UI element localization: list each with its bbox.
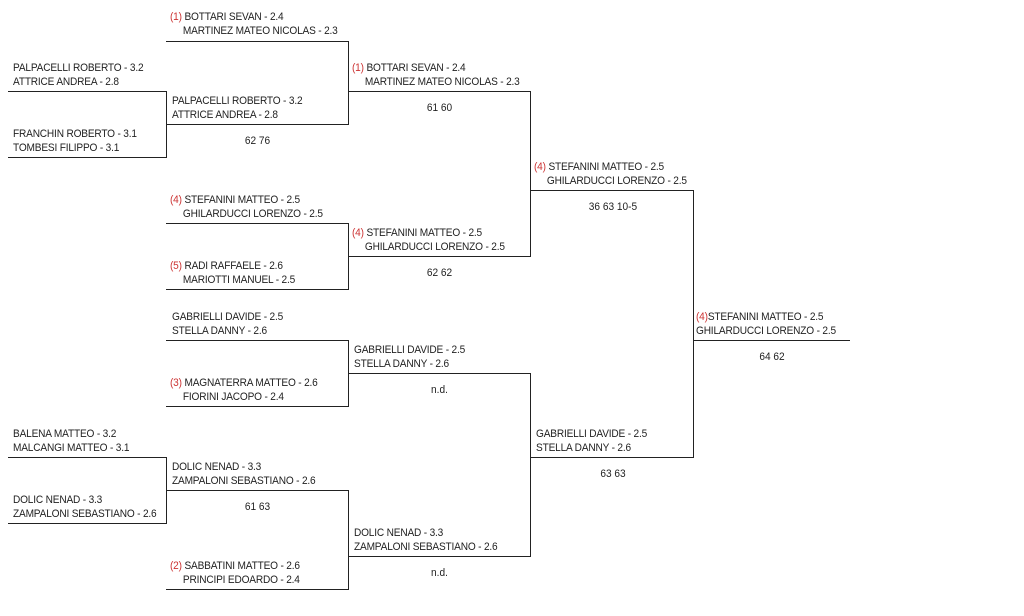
seed-label: (4) bbox=[170, 194, 182, 206]
bracket-line bbox=[693, 340, 850, 341]
player-name: STEFANINI MATTEO - 2.5 bbox=[184, 194, 301, 206]
bracket-line bbox=[166, 223, 349, 224]
player-name: PRINCIPI EDOARDO - 2.4 bbox=[182, 574, 300, 586]
final-score: 64 62 bbox=[759, 351, 785, 363]
bracket-line bbox=[166, 41, 349, 42]
bracket-line bbox=[166, 490, 349, 491]
bracket-connector bbox=[530, 373, 531, 557]
match-score: n.d. bbox=[431, 567, 448, 579]
bracket-line bbox=[166, 340, 349, 341]
player-name: STELLA DANNY - 2.6 bbox=[354, 358, 449, 370]
winner-entry[interactable]: (4)STEFANINI MATTEO - 2.5 GHILARDUCCI LO… bbox=[696, 310, 836, 338]
team-entry[interactable]: PALPACELLI ROBERTO - 3.2 ATTRICE ANDREA … bbox=[172, 94, 303, 122]
seed-label: (5) bbox=[170, 260, 182, 272]
bracket-connector bbox=[530, 91, 531, 257]
seed-label: (1) bbox=[352, 62, 364, 74]
seed-label: (4) bbox=[696, 311, 708, 323]
player-name: GABRIELLI DAVIDE - 2.5 bbox=[172, 311, 284, 323]
player-name: MAGNATERRA MATTEO - 2.6 bbox=[184, 377, 318, 389]
team-entry[interactable]: (4) STEFANINI MATTEO - 2.5 GHILARDUCCI L… bbox=[534, 160, 687, 188]
team-entry[interactable]: FRANCHIN ROBERTO - 3.1 TOMBESI FILIPPO -… bbox=[13, 127, 137, 155]
team-entry[interactable]: DOLIC NENAD - 3.3 ZAMPALONI SEBASTIANO -… bbox=[13, 493, 157, 521]
player-name: MALCANGI MATTEO - 3.1 bbox=[13, 442, 130, 454]
player-name: MARIOTTI MANUEL - 2.5 bbox=[182, 274, 296, 286]
player-name: BOTTARI SEVAN - 2.4 bbox=[184, 11, 284, 23]
player-name: PALPACELLI ROBERTO - 3.2 bbox=[172, 95, 303, 107]
player-name: BOTTARI SEVAN - 2.4 bbox=[366, 62, 466, 74]
player-name: DOLIC NENAD - 3.3 bbox=[172, 461, 262, 473]
player-name: GHILARDUCCI LORENZO - 2.5 bbox=[182, 208, 323, 220]
player-name: ZAMPALONI SEBASTIANO - 2.6 bbox=[354, 541, 498, 553]
team-entry[interactable]: (1) BOTTARI SEVAN - 2.4 MARTINEZ MATEO N… bbox=[170, 10, 338, 38]
player-name: BALENA MATTEO - 3.2 bbox=[13, 428, 117, 440]
player-name: GHILARDUCCI LORENZO - 2.5 bbox=[364, 241, 505, 253]
bracket-line bbox=[348, 256, 531, 257]
bracket-line bbox=[166, 406, 349, 407]
player-name: PALPACELLI ROBERTO - 3.2 bbox=[13, 62, 144, 74]
team-entry[interactable]: BALENA MATTEO - 3.2 MALCANGI MATTEO - 3.… bbox=[13, 427, 129, 455]
team-entry[interactable]: (4) STEFANINI MATTEO - 2.5 GHILARDUCCI L… bbox=[170, 193, 323, 221]
team-entry[interactable]: DOLIC NENAD - 3.3 ZAMPALONI SEBASTIANO -… bbox=[354, 526, 498, 554]
player-name: ATTRICE ANDREA - 2.8 bbox=[172, 109, 278, 121]
player-name: MARTINEZ MATEO NICOLAS - 2.3 bbox=[182, 25, 338, 37]
seed-label: (3) bbox=[170, 377, 182, 389]
player-name: DOLIC NENAD - 3.3 bbox=[354, 527, 444, 539]
bracket-connector bbox=[693, 190, 694, 458]
bracket-connector bbox=[348, 41, 349, 125]
seed-label: (2) bbox=[170, 560, 182, 572]
team-entry[interactable]: (1) BOTTARI SEVAN - 2.4 MARTINEZ MATEO N… bbox=[352, 61, 520, 89]
bracket-line bbox=[348, 556, 531, 557]
player-name: STELLA DANNY - 2.6 bbox=[536, 442, 631, 454]
match-score: 36 63 10-5 bbox=[588, 201, 638, 213]
bracket-line bbox=[530, 190, 694, 191]
team-entry[interactable]: (2) SABBATINI MATTEO - 2.6 PRINCIPI EDOA… bbox=[170, 559, 300, 587]
player-name: STEFANINI MATTEO - 2.5 bbox=[366, 227, 483, 239]
player-name: ZAMPALONI SEBASTIANO - 2.6 bbox=[13, 508, 157, 520]
bracket-line bbox=[166, 289, 349, 290]
bracket-line bbox=[8, 523, 167, 524]
bracket-line bbox=[8, 91, 167, 92]
bracket-line bbox=[166, 589, 349, 590]
match-score: 62 76 bbox=[244, 135, 271, 147]
match-score: 61 60 bbox=[426, 102, 453, 114]
player-name: RADI RAFFAELE - 2.6 bbox=[184, 260, 283, 272]
player-name: DOLIC NENAD - 3.3 bbox=[13, 494, 103, 506]
team-entry[interactable]: GABRIELLI DAVIDE - 2.5 STELLA DANNY - 2.… bbox=[354, 343, 465, 371]
player-name: GABRIELLI DAVIDE - 2.5 bbox=[536, 428, 648, 440]
team-entry[interactable]: DOLIC NENAD - 3.3 ZAMPALONI SEBASTIANO -… bbox=[172, 460, 316, 488]
match-score: n.d. bbox=[431, 384, 448, 396]
player-name: FIORINI JACOPO - 2.4 bbox=[182, 391, 284, 403]
team-entry[interactable]: (5) RADI RAFFAELE - 2.6 MARIOTTI MANUEL … bbox=[170, 259, 295, 287]
team-entry[interactable]: GABRIELLI DAVIDE - 2.5 STELLA DANNY - 2.… bbox=[172, 310, 283, 338]
bracket-line bbox=[8, 457, 167, 458]
player-name: FRANCHIN ROBERTO - 3.1 bbox=[13, 128, 137, 140]
team-entry[interactable]: GABRIELLI DAVIDE - 2.5 STELLA DANNY - 2.… bbox=[536, 427, 647, 455]
bracket-line bbox=[530, 457, 694, 458]
player-name: SABBATINI MATTEO - 2.6 bbox=[184, 560, 300, 572]
player-name: MARTINEZ MATEO NICOLAS - 2.3 bbox=[364, 76, 520, 88]
player-name: ZAMPALONI SEBASTIANO - 2.6 bbox=[172, 475, 316, 487]
bracket-line bbox=[348, 373, 531, 374]
match-score: 63 63 bbox=[600, 468, 626, 480]
team-entry[interactable]: PALPACELLI ROBERTO - 3.2 ATTRICE ANDREA … bbox=[13, 61, 144, 89]
player-name: GHILARDUCCI LORENZO - 2.5 bbox=[546, 175, 687, 187]
seed-label: (4) bbox=[534, 161, 546, 173]
bracket-connector bbox=[348, 490, 349, 590]
player-name: GABRIELLI DAVIDE - 2.5 bbox=[354, 344, 466, 356]
seed-label: (4) bbox=[352, 227, 364, 239]
player-name: TOMBESI FILIPPO - 3.1 bbox=[13, 142, 120, 154]
team-entry[interactable]: (3) MAGNATERRA MATTEO - 2.6 FIORINI JACO… bbox=[170, 376, 318, 404]
match-score: 62 62 bbox=[426, 267, 453, 279]
player-name: ATTRICE ANDREA - 2.8 bbox=[13, 76, 119, 88]
match-score: 61 63 bbox=[244, 501, 271, 513]
bracket-line bbox=[348, 91, 531, 92]
player-name: STELLA DANNY - 2.6 bbox=[172, 325, 267, 337]
team-entry[interactable]: (4) STEFANINI MATTEO - 2.5 GHILARDUCCI L… bbox=[352, 226, 505, 254]
player-name: GHILARDUCCI LORENZO - 2.5 bbox=[696, 325, 836, 337]
bracket-line bbox=[166, 124, 349, 125]
player-name: STEFANINI MATTEO - 2.5 bbox=[548, 161, 665, 173]
bracket-line bbox=[8, 157, 167, 158]
player-name: STEFANINI MATTEO - 2.5 bbox=[707, 311, 824, 323]
seed-label: (1) bbox=[170, 11, 182, 23]
